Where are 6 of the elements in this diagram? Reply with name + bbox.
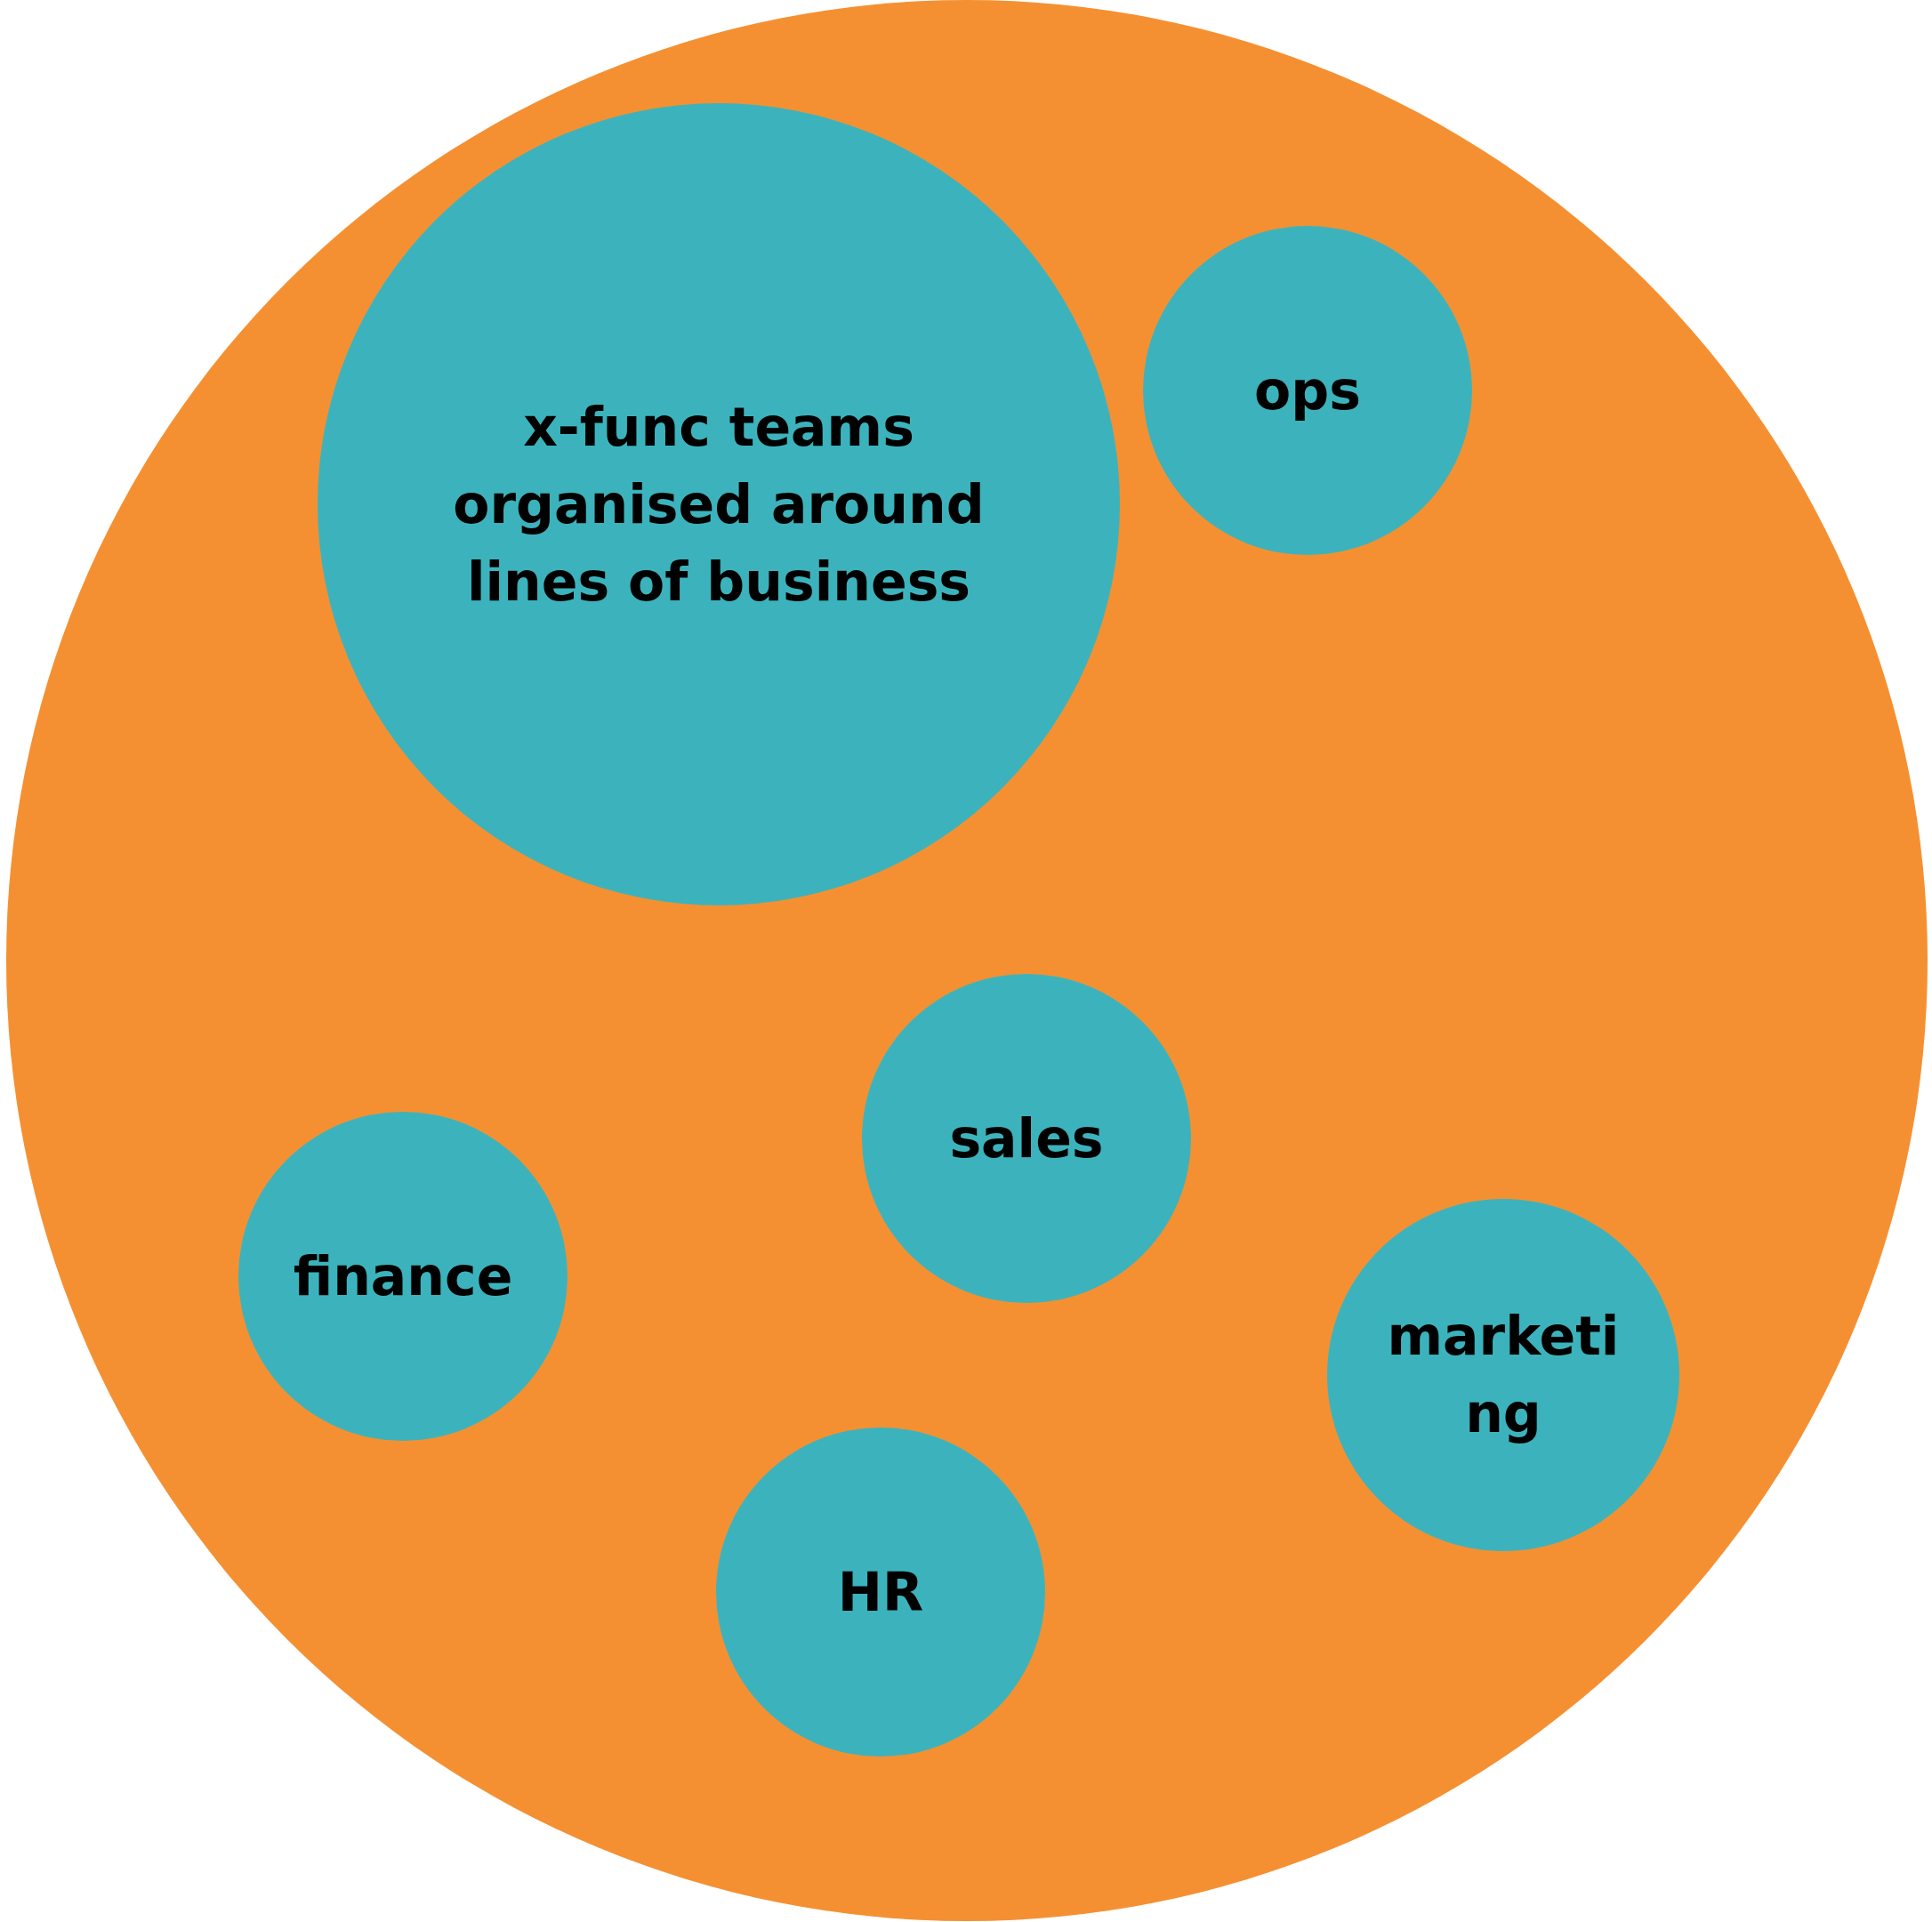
circle-label: x-func teams organised around lines of business: [452, 394, 986, 615]
circle-label: HR: [837, 1559, 924, 1625]
circle-label: ops: [1254, 358, 1361, 423]
circle-label: finance: [293, 1243, 513, 1309]
circle-label: marketing: [1386, 1304, 1621, 1446]
circle-label: sales: [949, 1106, 1104, 1171]
